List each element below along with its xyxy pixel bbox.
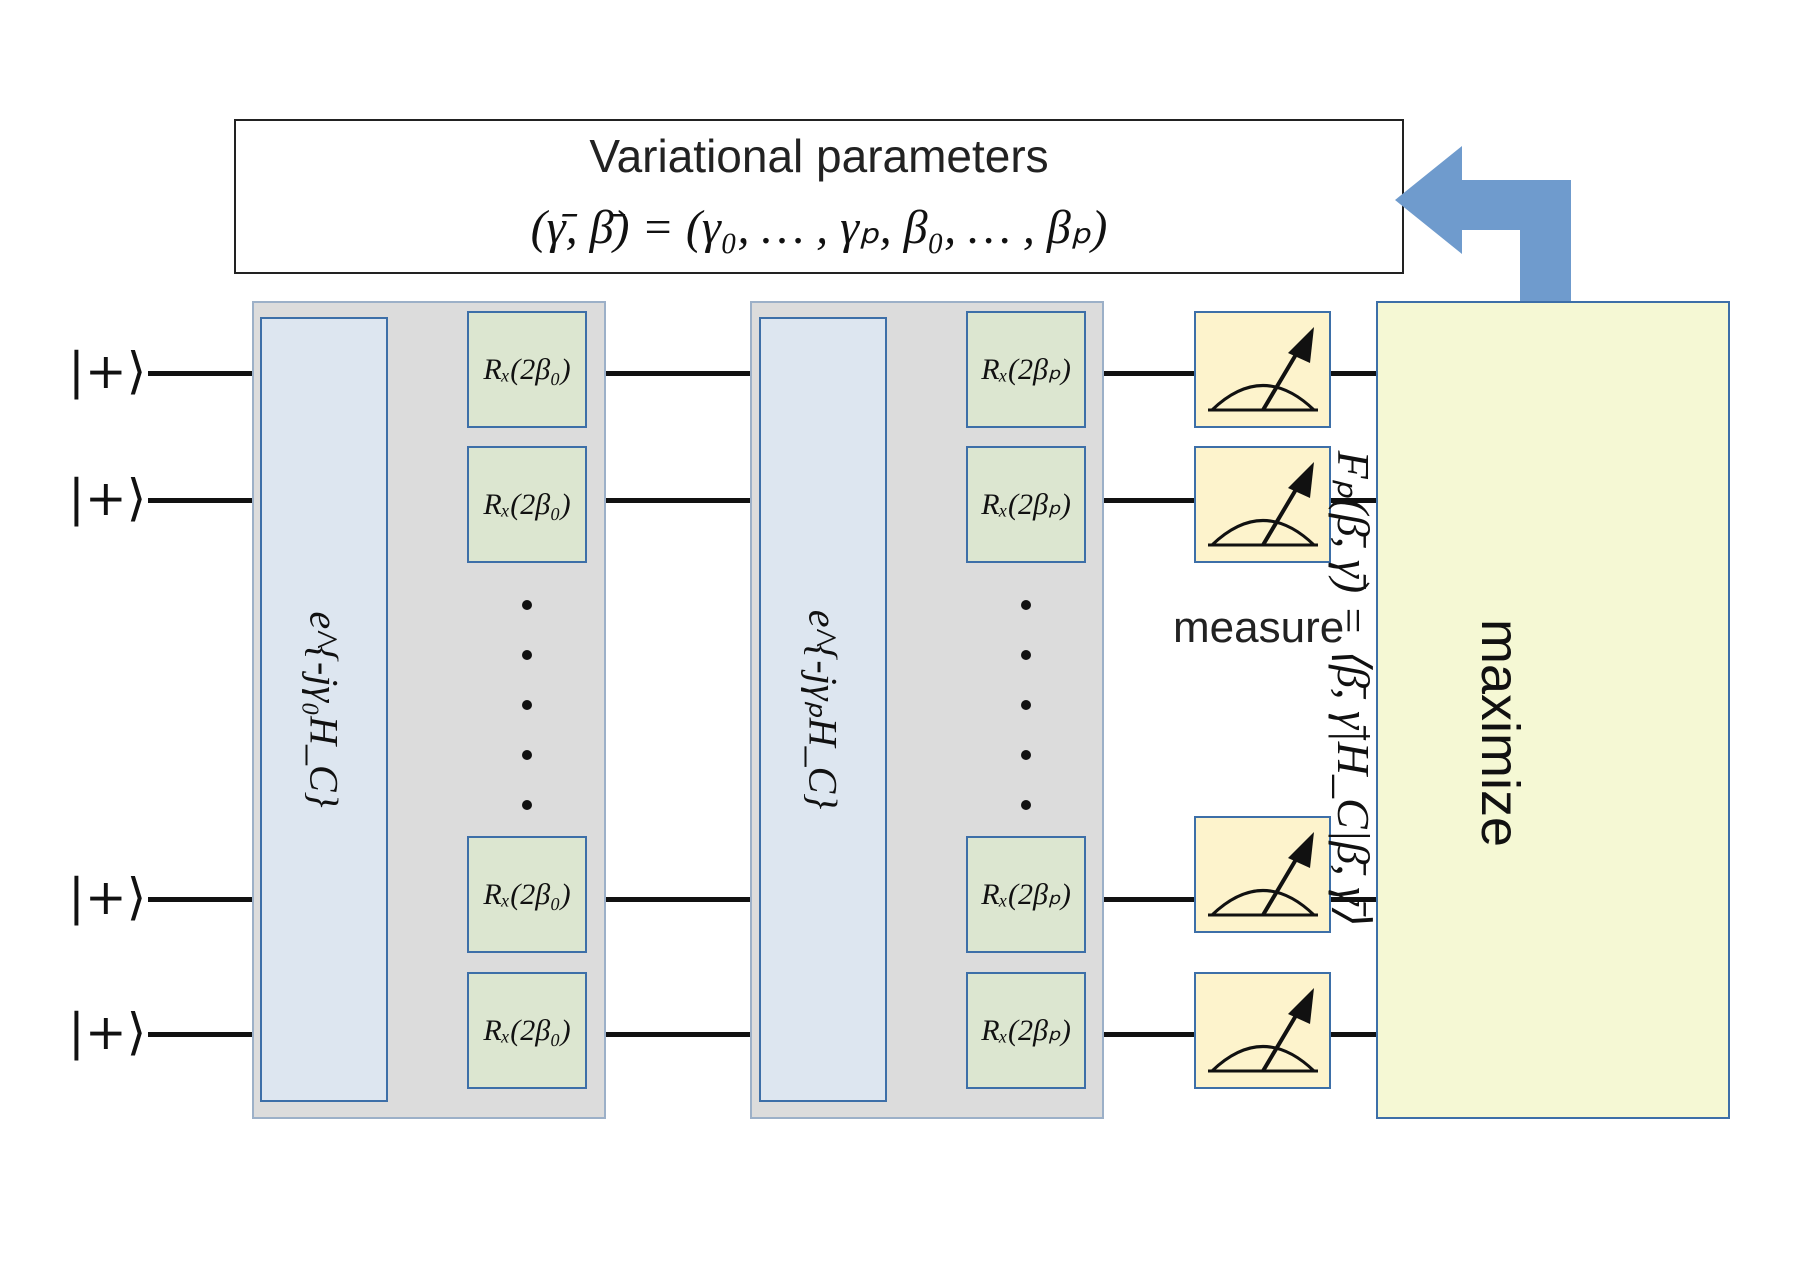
ellipsis-dot xyxy=(1021,800,1031,810)
feedback-arrow-icon xyxy=(1395,146,1571,302)
mixer-label: Rₓ(2β₀) xyxy=(483,877,571,911)
mixer-gate-0-q2: Rₓ(2β₀) xyxy=(467,446,587,563)
measure-caption: measure xyxy=(1173,603,1345,652)
ellipsis-dot xyxy=(522,800,532,810)
objective-formula: Fₚ(β̄, γ̄) = ⟨β̄, γ̄|H_C|β̄, γ̄⟩ xyxy=(1328,450,1379,924)
meter-icon xyxy=(1194,311,1331,428)
mixer-gate-p-q3: Rₓ(2βₚ) xyxy=(966,836,1086,953)
input-state-3: |+⟩ xyxy=(68,868,147,926)
ellipsis-dot xyxy=(1021,650,1031,660)
ellipsis-dot xyxy=(522,700,532,710)
mixer-label: Rₓ(2βₚ) xyxy=(981,353,1071,386)
mixer-gate-0-q3: Rₓ(2β₀) xyxy=(467,836,587,953)
mixer-label: Rₓ(2βₚ) xyxy=(981,1014,1071,1047)
objective-box xyxy=(1376,301,1730,1119)
mixer-label: Rₓ(2β₀) xyxy=(483,352,571,386)
input-state-2: |+⟩ xyxy=(68,469,147,527)
input-state-1: |+⟩ xyxy=(68,342,147,400)
cost-unitary-gate-0: e^{-jγ₀H_C} xyxy=(260,317,388,1102)
ellipsis-dot xyxy=(1021,700,1031,710)
mixer-gate-p-q2: Rₓ(2βₚ) xyxy=(966,446,1086,563)
mixer-label: Rₓ(2β₀) xyxy=(483,487,571,521)
cost-unitary-gate-p: e^{-jγₚH_C} xyxy=(759,317,887,1102)
parameters-title: Variational parameters xyxy=(589,130,1049,182)
ellipsis-dot xyxy=(522,750,532,760)
maximize-label: maximize xyxy=(1470,618,1530,848)
meter-icon xyxy=(1194,816,1331,933)
ellipsis-dot xyxy=(522,650,532,660)
parameters-formula: (γ̄, β̄) = (γ₀, … , γₚ, β₀, … , βₚ) xyxy=(530,201,1108,254)
mixer-gate-p-q1: Rₓ(2βₚ) xyxy=(966,311,1086,428)
cost-unitary-label-0: e^{-jγ₀H_C} xyxy=(301,611,347,808)
mixer-label: Rₓ(2β₀) xyxy=(483,1013,571,1047)
ellipsis-dot xyxy=(522,600,532,610)
mixer-gate-p-q4: Rₓ(2βₚ) xyxy=(966,972,1086,1089)
ellipsis-dot xyxy=(1021,750,1031,760)
mixer-label: Rₓ(2βₚ) xyxy=(981,488,1071,521)
variational-parameters-box: Variational parameters (γ̄, β̄) = (γ₀, …… xyxy=(234,119,1404,274)
mixer-gate-0-q4: Rₓ(2β₀) xyxy=(467,972,587,1089)
mixer-gate-0-q1: Rₓ(2β₀) xyxy=(467,311,587,428)
cost-unitary-label-p: e^{-jγₚH_C} xyxy=(800,609,846,810)
mixer-label: Rₓ(2βₚ) xyxy=(981,878,1071,911)
ellipsis-dot xyxy=(1021,600,1031,610)
meter-icon xyxy=(1194,972,1331,1089)
input-state-4: |+⟩ xyxy=(68,1003,147,1061)
meter-icon xyxy=(1194,446,1331,563)
